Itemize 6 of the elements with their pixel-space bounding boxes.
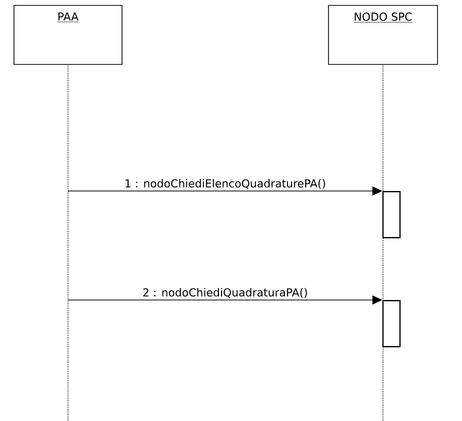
- activation-bar: [382, 191, 401, 238]
- lifeline-head: NODO SPC: [328, 5, 438, 65]
- activation-bar: [382, 300, 401, 348]
- message-label: 2 : nodoChiediQuadraturaPA(): [143, 288, 307, 298]
- message-label: 1 : nodoChiediElencoQuadraturePA(): [126, 179, 326, 189]
- lifeline-head: PAA: [14, 5, 122, 65]
